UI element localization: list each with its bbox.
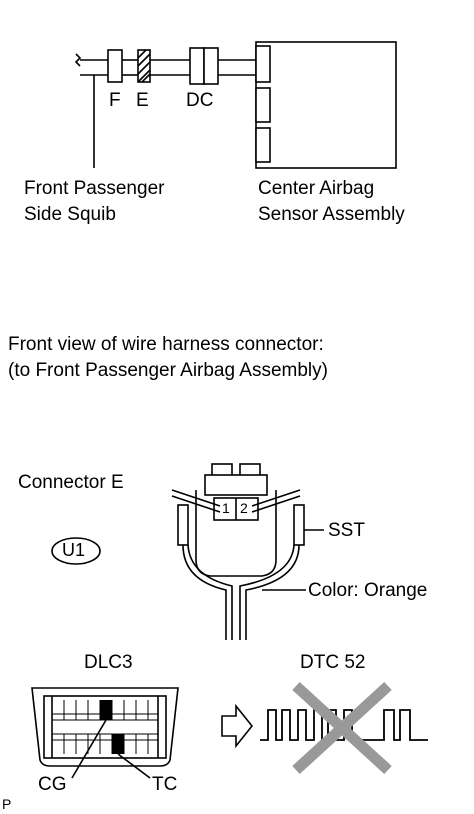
dlc3-connector-drawing (31, 687, 179, 767)
tc-pin (112, 734, 124, 754)
connector-f-label: F (109, 90, 121, 111)
u1-badge-shape (51, 537, 101, 565)
harness-view-title: Front view of wire harness connector: (8, 334, 324, 355)
sst-label: SST (328, 520, 365, 541)
connector-e-drawing (171, 463, 324, 640)
cg-label: CG (38, 774, 67, 795)
squib-label-line2: Side Squib (24, 204, 116, 225)
right-arrow-icon (221, 703, 254, 749)
circuit-diagram (74, 41, 397, 169)
cross-icon (292, 681, 392, 775)
squib-label-line1: Front Passenger (24, 178, 165, 199)
dlc3-label: DLC3 (84, 652, 133, 673)
pin-2-label: 2 (240, 500, 248, 516)
u1-badge: U1 (62, 540, 86, 560)
sensor-label-line2: Sensor Assembly (258, 204, 405, 225)
cg-leader-line (71, 719, 107, 779)
connector-e-label: E (136, 90, 149, 111)
dtc-label: DTC 52 (300, 652, 366, 673)
squib-wire-end (74, 53, 82, 67)
sensor-label-line1: Center Airbag (258, 178, 375, 199)
cg-pin (100, 700, 112, 720)
connector-e-title: Connector E (18, 472, 124, 493)
tc-label: TC (152, 774, 178, 795)
connector-e-shape (137, 49, 151, 83)
sensor-assembly-box (255, 41, 397, 169)
connector-f-shape (107, 49, 123, 83)
connector-dc-label: DC (186, 90, 214, 111)
harness-view-subtitle: (to Front Passenger Airbag Assembly) (8, 360, 328, 381)
tc-leader-line (117, 753, 151, 779)
color-label: Color: Orange (308, 580, 428, 601)
pin-1-label: 1 (222, 500, 230, 516)
corner-label: P (2, 796, 12, 812)
connector-dc-shape (189, 47, 219, 85)
